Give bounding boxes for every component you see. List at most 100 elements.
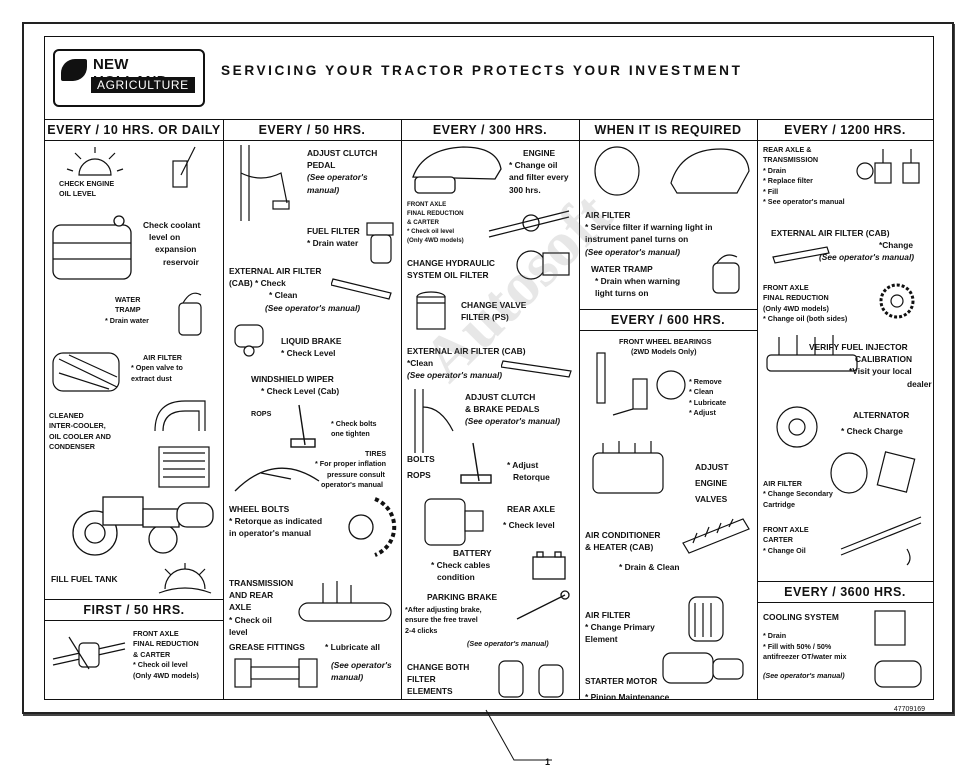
external-air-filter-1200-text: EXTERNAL AIR FILTER (CAB)*Change(See ope…: [771, 228, 915, 263]
condenser-icon: [679, 513, 753, 557]
bearing-steps-text: * Remove* Clean* Lubricate* Adjust: [689, 377, 727, 418]
brand-logo: NEW HOLLAND AGRICULTURE: [53, 49, 205, 107]
callout-number: 1: [545, 757, 551, 767]
wheel-bearing-icon: [593, 349, 693, 429]
water-trap-icon: [707, 249, 747, 299]
oil-filter-icon: [411, 289, 451, 335]
cab-filter-1200-icon: [771, 243, 831, 265]
column-when-required: WHEN IT IS REQUIRED AIR FILTER* Service …: [579, 119, 758, 702]
engine-oil-icon: [65, 145, 215, 197]
windshield-wiper-text: WINDSHIELD WIPER* Check Level (Cab): [251, 374, 340, 397]
part-number: 47709169: [893, 706, 925, 713]
intercooler-icon: [149, 391, 219, 511]
injector-icon: [763, 329, 873, 389]
external-air-filter-text: EXTERNAL AIR FILTER(CAB) * Check* Clean(…: [229, 266, 361, 313]
rear-axle-300-text: REAR AXLE* Check level: [503, 504, 556, 531]
wheel-icon: [331, 497, 397, 557]
column-1200-hrs: EVERY / 1200 HRS. REAR AXLE &TRANSMISSIO…: [757, 119, 933, 699]
fill-fuel-tank-text: FILL FUEL TANK: [51, 574, 118, 584]
air-conditioner-text: AIR CONDITIONER& HEATER (CAB)* Drain & C…: [585, 530, 680, 573]
hydraulic-pump-icon: [513, 243, 573, 287]
pedal-linkage-icon: [405, 387, 461, 457]
cooling-system-text: COOLING SYSTEM* Drain* Fill with 50% / 5…: [763, 612, 847, 680]
service-chart-frame: NEW HOLLAND AGRICULTURE SERVICING YOUR T…: [44, 36, 934, 713]
air-cleaner-icon: [587, 143, 751, 207]
rops-text: ROPS: [251, 409, 272, 418]
brand-subname: AGRICULTURE: [91, 77, 195, 93]
rear-axle-housing-icon: [419, 493, 489, 553]
column-title: EVERY / 10 HRS. OR DAILY: [45, 119, 223, 141]
rear-axle-transmission-text: REAR AXLE &TRANSMISSION* Drain* Replace …: [763, 145, 845, 207]
final-drive-icon: [871, 277, 925, 327]
coolant-reservoir-icon: [49, 215, 145, 285]
air-filter-required-text: AIR FILTER* Service filter if warning li…: [585, 210, 713, 257]
callout-leader-line: [485, 709, 552, 761]
alternator-text: ALTERNATOR* Check Charge: [841, 410, 910, 437]
adjust-clutch-brake-text: ADJUST CLUTCH& BRAKE PEDALS(See operator…: [465, 392, 561, 427]
fuel-filter-text: FUEL FILTER* Drain water: [307, 226, 360, 249]
column-title: EVERY / 50 HRS.: [223, 119, 401, 141]
external-air-filter-300-text: EXTERNAL AIR FILTER (CAB)*Clean(See oper…: [407, 346, 526, 381]
column-title: EVERY / 300 HRS.: [401, 119, 579, 141]
engine-hood-icon: [409, 143, 505, 199]
parking-brake-manual: (See operator's manual): [467, 639, 549, 648]
clutch-pedal-icon: [227, 143, 297, 223]
leaf-icon: [61, 59, 87, 81]
transmission-filter-icon: [849, 143, 929, 193]
section-title: FIRST / 50 HRS.: [45, 599, 223, 621]
radiator-icon: [867, 607, 927, 693]
engine-valves-icon: [583, 437, 683, 507]
chart-header: NEW HOLLAND AGRICULTURE SERVICING YOUR T…: [45, 37, 933, 117]
rops-bolt-icon: [443, 439, 499, 489]
fuel-sun-icon: [155, 563, 215, 599]
rear-axle-icon: [293, 577, 397, 635]
column-title: WHEN IT IS REQUIRED: [579, 119, 757, 141]
chassis-icon: [229, 651, 325, 695]
primary-element-icon: [683, 589, 729, 645]
service-chart-sheet: NEW HOLLAND AGRICULTURE SERVICING YOUR T…: [22, 22, 954, 714]
front-wheel-bearings-text: FRONT WHEEL BEARINGS(2WD Models Only): [619, 337, 712, 357]
axle-shaft-icon: [487, 203, 571, 243]
parking-brake-text: *After adjusting brake,ensure the free t…: [405, 605, 482, 635]
fuel-filters-icon: [489, 655, 575, 703]
parking-brake-title: PARKING BRAKE: [427, 592, 498, 602]
brake-lever-icon: [513, 589, 573, 625]
rops-icon: [275, 401, 325, 451]
secondary-cartridge-icon: [823, 449, 923, 499]
brake-fluid-icon: [227, 319, 271, 359]
starter-motor-icon: [653, 639, 753, 699]
tractor-icon: [59, 479, 219, 559]
column-title: EVERY / 1200 HRS.: [757, 119, 933, 141]
front-axle-icon: [49, 629, 129, 679]
water-tramp-icon: [171, 289, 211, 339]
cab-filter-icon: [331, 273, 395, 301]
air-filter-icon: [49, 347, 129, 397]
